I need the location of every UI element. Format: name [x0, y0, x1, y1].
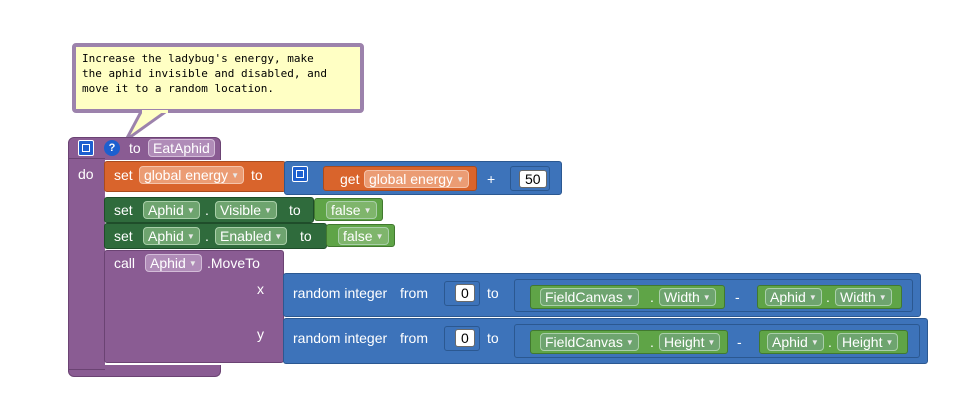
procedure-name-field[interactable]: EatAphid	[148, 139, 215, 157]
random-x-from-field[interactable]: 0	[455, 284, 475, 302]
dot-separator: .	[650, 289, 654, 305]
enabled-component-dropdown[interactable]: Aphid▼	[143, 227, 200, 245]
procedure-left-arm	[68, 158, 105, 370]
dropdown-arrow-icon: ▼	[188, 259, 197, 268]
get-keyword: get	[340, 171, 360, 187]
minus-operator: -	[735, 289, 740, 305]
canvas-height-label: Height	[664, 334, 705, 350]
mutator-icon[interactable]	[292, 166, 308, 182]
moveto-method-label: .MoveTo	[207, 255, 260, 271]
dropdown-arrow-icon: ▼	[375, 232, 384, 241]
x-socket-label: x	[257, 281, 264, 297]
procedure-bottom-bar	[68, 365, 221, 377]
dot-separator: .	[828, 334, 832, 350]
energy-variable-label: global energy	[144, 167, 229, 183]
aphid-y-dropdown[interactable]: Aphid▼	[767, 333, 824, 351]
false-dropdown-enabled[interactable]: false▼	[338, 227, 389, 245]
false-label-enabled: false	[343, 228, 373, 244]
get-energy-variable-dropdown[interactable]: global energy▼	[364, 170, 469, 188]
canvas-y-label: FieldCanvas	[545, 334, 623, 350]
to-keyword: to	[289, 202, 301, 218]
dropdown-arrow-icon: ▼	[878, 293, 887, 302]
false-dropdown-visible[interactable]: false▼	[326, 201, 377, 219]
dot-separator: .	[826, 289, 830, 305]
comment-text[interactable]: Increase the ladybug's energy, make the …	[82, 52, 328, 95]
dropdown-arrow-icon: ▼	[186, 206, 195, 215]
enabled-property-dropdown[interactable]: Enabled▼	[215, 227, 288, 245]
canvas-y-dropdown[interactable]: FieldCanvas▼	[540, 333, 639, 351]
aphid-height-label: Height	[842, 334, 883, 350]
visible-component-label: Aphid	[148, 202, 184, 218]
dropdown-arrow-icon: ▼	[808, 293, 817, 302]
canvas-x-dropdown[interactable]: FieldCanvas▼	[540, 288, 639, 306]
dropdown-arrow-icon: ▼	[186, 232, 195, 241]
canvas-width-label: Width	[664, 289, 700, 305]
from-keyword: from	[400, 330, 428, 346]
do-keyword: do	[78, 166, 94, 182]
visible-component-dropdown[interactable]: Aphid▼	[143, 201, 200, 219]
to-keyword: to	[487, 330, 499, 346]
plus-operator: +	[487, 171, 496, 187]
dropdown-arrow-icon: ▼	[885, 338, 894, 347]
to-keyword: to	[487, 285, 499, 301]
set-keyword: set	[114, 167, 133, 183]
aphid-y-label: Aphid	[772, 334, 808, 350]
dropdown-arrow-icon: ▼	[625, 293, 634, 302]
random-integer-label: random integer	[293, 285, 388, 301]
dropdown-arrow-icon: ▼	[702, 293, 711, 302]
minus-operator: -	[737, 334, 742, 350]
set-visible-block[interactable]	[104, 197, 314, 223]
from-keyword: from	[400, 285, 428, 301]
aphid-height-dropdown[interactable]: Height▼	[837, 333, 899, 351]
visible-property-label: Visible	[220, 202, 261, 218]
to-keyword: to	[251, 167, 263, 183]
to-keyword: to	[300, 228, 312, 244]
set-keyword: set	[114, 202, 133, 218]
canvas-height-dropdown[interactable]: Height▼	[659, 333, 721, 351]
aphid-x-label: Aphid	[770, 289, 806, 305]
random-y-from-field[interactable]: 0	[455, 329, 475, 347]
moveto-component-dropdown[interactable]: Aphid▼	[145, 254, 202, 272]
get-energy-variable-label: global energy	[369, 171, 454, 187]
aphid-width-dropdown[interactable]: Width▼	[835, 288, 892, 306]
aphid-x-dropdown[interactable]: Aphid▼	[765, 288, 822, 306]
dropdown-arrow-icon: ▼	[274, 232, 283, 241]
visible-property-dropdown[interactable]: Visible▼	[215, 201, 277, 219]
to-keyword: to	[129, 140, 141, 156]
energy-amount-field[interactable]: 50	[519, 170, 547, 188]
mutator-icon[interactable]	[78, 140, 94, 156]
enabled-component-label: Aphid	[148, 228, 184, 244]
canvas-x-label: FieldCanvas	[545, 289, 623, 305]
moveto-component-label: Aphid	[150, 255, 186, 271]
dropdown-arrow-icon: ▼	[231, 171, 239, 180]
y-socket-label: y	[257, 326, 264, 342]
comment-bubble[interactable]: Increase the ladybug's energy, make the …	[72, 43, 364, 113]
dropdown-arrow-icon: ▼	[363, 206, 372, 215]
dropdown-arrow-icon: ▼	[264, 206, 272, 215]
dropdown-arrow-icon: ▼	[625, 338, 634, 347]
dot-separator: .	[650, 334, 654, 350]
canvas-width-dropdown[interactable]: Width▼	[659, 288, 716, 306]
dropdown-arrow-icon: ▼	[456, 175, 464, 184]
comment-pointer	[124, 110, 171, 142]
set-keyword: set	[114, 228, 133, 244]
dot-separator: .	[205, 202, 209, 218]
call-keyword: call	[114, 255, 136, 271]
energy-variable-dropdown[interactable]: global energy▼	[139, 166, 244, 184]
random-integer-label: random integer	[293, 330, 388, 346]
dropdown-arrow-icon: ▼	[810, 338, 819, 347]
false-label-visible: false	[331, 202, 361, 218]
dot-separator: .	[205, 228, 209, 244]
dropdown-arrow-icon: ▼	[707, 338, 716, 347]
aphid-width-label: Width	[840, 289, 876, 305]
enabled-property-label: Enabled	[220, 228, 272, 244]
procedure-name: EatAphid	[153, 140, 210, 156]
question-icon[interactable]: ?	[104, 140, 120, 156]
